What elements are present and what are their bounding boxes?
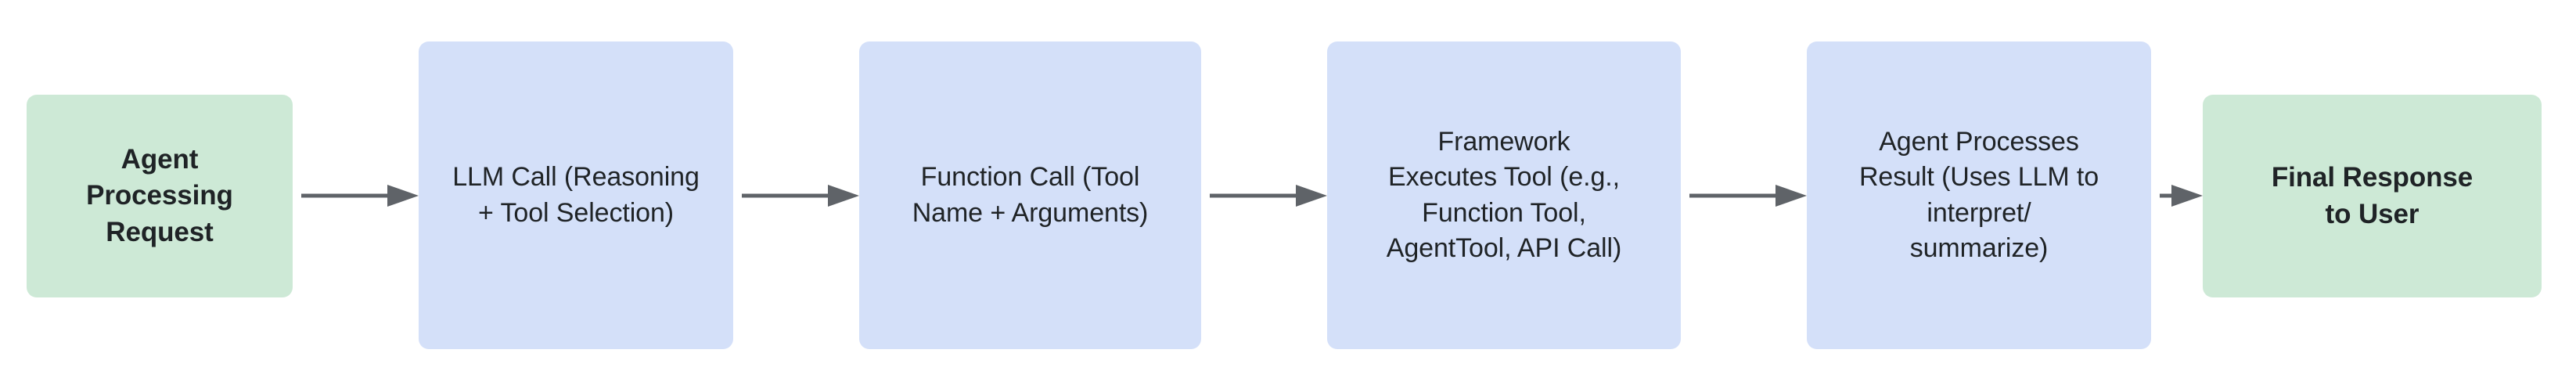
node-llm-call[interactable]: LLM Call (Reasoning + Tool Selection) [419,41,733,349]
node-final-response-to-user[interactable]: Final Response to User [2203,95,2542,297]
arrow-agent-processing-request-to-llm-call [301,180,419,211]
node-label-llm-call: LLM Call (Reasoning + Tool Selection) [452,162,700,228]
arrow-function-call-to-framework-executes-tool [1210,180,1327,211]
node-function-call[interactable]: Function Call (Tool Name + Arguments) [859,41,1201,349]
arrow-framework-executes-tool-to-agent-processes-result [1689,180,1807,211]
node-framework-executes-tool[interactable]: Framework Executes Tool (e.g., Function … [1327,41,1681,349]
node-label-function-call: Function Call (Tool Name + Arguments) [912,162,1149,228]
arrow-agent-processes-result-to-final-response-to-user [2160,180,2277,211]
arrow-llm-call-to-function-call [742,180,859,211]
node-agent-processing-request[interactable]: Agent Processing Request [27,95,293,297]
node-label-agent-processes-result: Agent Processes Result (Uses LLM to inte… [1858,127,2099,263]
node-label-final-response-to-user: Final Response to User [2271,162,2473,229]
node-agent-processes-result[interactable]: Agent Processes Result (Uses LLM to inte… [1807,41,2151,349]
node-label-framework-executes-tool: Framework Executes Tool (e.g., Function … [1386,127,1622,263]
node-label-agent-processing-request: Agent Processing Request [86,144,233,247]
